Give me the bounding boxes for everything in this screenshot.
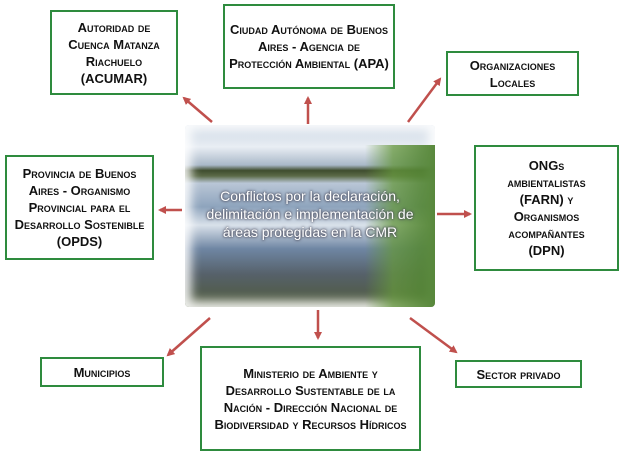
center-photo: Conflictos por la declaración, delimitac… bbox=[185, 125, 435, 307]
actor-apa: Ciudad Autónoma de Buenos Aires - Agenci… bbox=[223, 4, 395, 89]
actor-acumar: Autoridad de Cuenca Matanza Riachuelo (A… bbox=[50, 10, 178, 95]
actor-ongs: ONGs ambientalistas (FARN) y Organismos … bbox=[474, 145, 619, 271]
arrow-acumar bbox=[182, 96, 213, 123]
actor-sector-privado: Sector privado bbox=[455, 360, 582, 388]
reeds-decoration bbox=[365, 145, 435, 307]
arrow-sector-privado bbox=[409, 316, 458, 354]
actor-municipios: Municipios bbox=[40, 357, 164, 387]
actor-ministerio: Ministerio de Ambiente y Desarrollo Sust… bbox=[200, 346, 421, 451]
actor-opds: Provincia de Buenos Aires - Organismo Pr… bbox=[5, 155, 154, 260]
arrow-municipios bbox=[166, 317, 211, 357]
center-caption: Conflictos por la declaración, delimitac… bbox=[206, 188, 414, 240]
actor-org-locales: Organizaciones Locales bbox=[446, 51, 579, 96]
arrow-org-locales bbox=[406, 77, 442, 123]
